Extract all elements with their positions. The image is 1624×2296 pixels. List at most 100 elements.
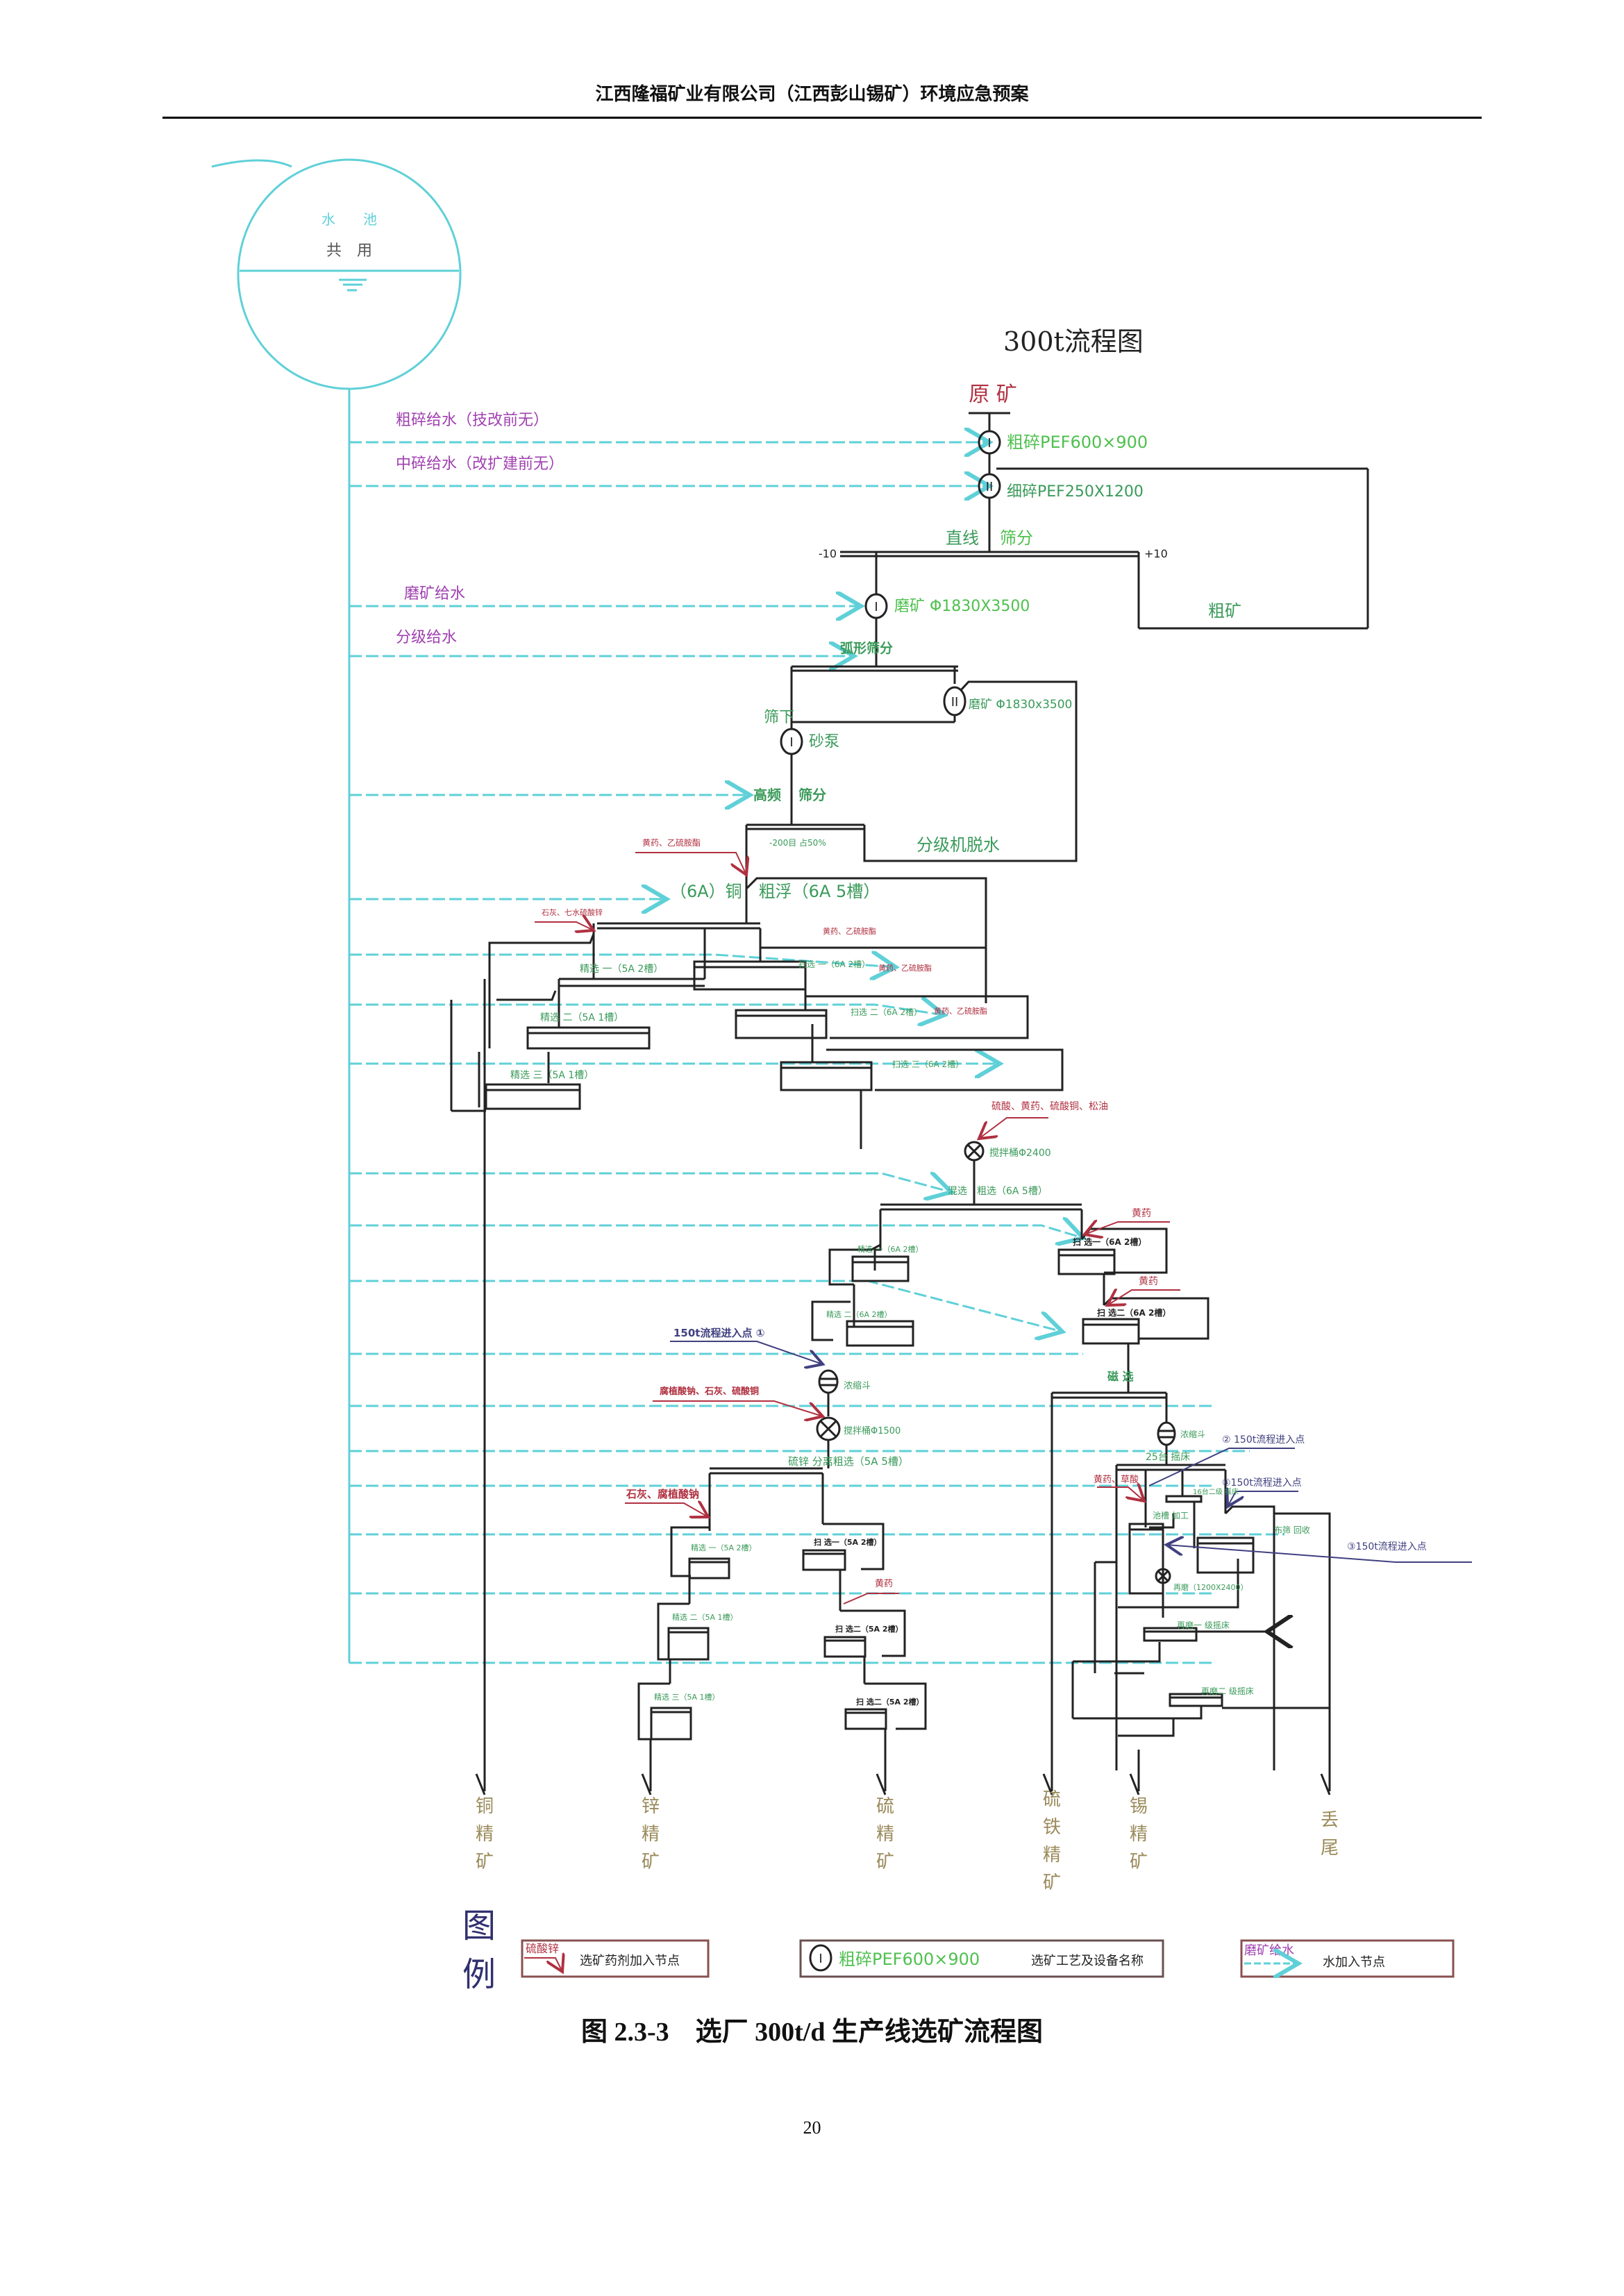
cu-reagent-top: 黄药、乙硫胺酯 xyxy=(642,837,701,848)
agitator-1500-label: 搅拌桶Φ1500 xyxy=(844,1425,901,1436)
mill-2-label: 磨矿 Φ1830x3500 xyxy=(969,698,1072,712)
crusher-1-number: I xyxy=(987,436,991,451)
legend-water-box xyxy=(1240,1939,1455,1978)
zinc-scav-reagent: 黄药 xyxy=(875,1579,893,1589)
tables-25-label: 25台 摇床 xyxy=(1146,1452,1190,1463)
legend-equip-box xyxy=(799,1939,1164,1978)
undersize-label: 筛下 xyxy=(764,709,794,726)
water-pool-label: 水 池 xyxy=(321,211,377,228)
product-label-char: 硫 xyxy=(1043,1789,1061,1810)
legend-reagent-box xyxy=(521,1939,710,1978)
cu-scav-3: 扫选 三（6A 2槽） xyxy=(892,1059,964,1069)
zinc-scav-1: 扫 选一（5A 2槽） xyxy=(814,1537,881,1547)
product-label-char: 矿 xyxy=(876,1852,894,1872)
figure-caption: 图 2.3-3 选厂 300t/d 生产线选矿流程图 xyxy=(580,2018,1043,2047)
entry-point-1: 150t流程进入点 ① xyxy=(673,1327,764,1339)
product-output: 铜精矿 xyxy=(475,1750,494,1872)
header-rule xyxy=(162,117,1482,119)
sulfide-scav-1: 扫 选一（6A 2槽） xyxy=(1073,1237,1146,1247)
tin-reagent: 黄药、草酸 xyxy=(1094,1475,1139,1485)
zinc-cleaner-2: 精选 二（5A 1槽） xyxy=(672,1613,738,1622)
product-label-char: 铜 xyxy=(476,1796,494,1817)
mill-2-number: II xyxy=(951,695,959,710)
plus-10-label: +10 xyxy=(1144,547,1168,560)
cu-scav-reagent-3: 黄药、乙硫胺酯 xyxy=(934,1006,987,1016)
cu-cleaner-1: 精选 一（5A 2槽） xyxy=(580,964,663,975)
water-pool: 水 池 共 用 xyxy=(211,158,462,1663)
legend: 图 例 硫酸锌 选矿药剂加入节点 I 粗碎PEF600×900 选矿工艺及设备名… xyxy=(462,1907,1455,1994)
water-feed-label-1: 粗碎给水（技改前无） xyxy=(396,412,549,429)
cu-scav-1: 扫选 一（6A 2槽） xyxy=(798,960,870,969)
zinc-scav-3: 扫 选二（5A 2槽） xyxy=(856,1697,923,1707)
product-label-char: 锌 xyxy=(642,1796,660,1817)
zinc-reagent-lime: 石灰、腐植酸钠 xyxy=(626,1488,699,1500)
regrind-label: 再磨（1200X2400） xyxy=(1173,1583,1248,1592)
cu-rougher-label: （6A）铜 粗浮（6A 5槽） xyxy=(670,882,880,901)
product-label-char: 精 xyxy=(476,1824,494,1845)
product-label-char: 矿 xyxy=(1043,1872,1061,1893)
product-label-char: 铁 xyxy=(1043,1817,1061,1838)
copper-circuit xyxy=(450,877,1064,1770)
product-label-char: 精 xyxy=(1130,1824,1148,1845)
entry-point-4: ④150t流程进入点 xyxy=(1222,1477,1302,1489)
legend-reagent-desc: 选矿药剂加入节点 xyxy=(580,1954,680,1968)
page-number: 20 xyxy=(803,2118,821,2138)
zinc-reagent: 腐植酸钠、石灰、硫酸铜 xyxy=(660,1386,759,1397)
zinc-scav-2: 扫 选二（5A 2槽） xyxy=(835,1624,903,1634)
cu-scav-reagent-2: 黄药、乙硫胺酯 xyxy=(878,963,932,973)
product-label-char: 精 xyxy=(642,1824,660,1845)
zinc-rougher-label: 硫锌 分离粗选（5A 5槽） xyxy=(788,1455,909,1468)
thickener-1-label: 浓缩斗 xyxy=(844,1380,871,1391)
minus-10-label: -10 xyxy=(819,547,837,560)
diagram-title: 300t流程图 xyxy=(1003,326,1144,357)
screen-right-label: 筛分 xyxy=(1000,528,1033,548)
legend-equip-sample: 粗碎PEF600×900 xyxy=(839,1950,980,1969)
screen-left-label: 直线 xyxy=(946,528,979,548)
sulfide-scav-reagent-2: 黄药 xyxy=(1139,1275,1158,1287)
entry-point-3: ③150t流程进入点 xyxy=(1347,1541,1427,1552)
hf-screen-right: 筛分 xyxy=(798,787,826,803)
product-label-char: 丢 xyxy=(1321,1810,1339,1831)
tin-circuit xyxy=(1050,1389,1331,1770)
legend-title-2: 例 xyxy=(462,1955,496,1994)
magnetic-label: 磁 选 xyxy=(1107,1370,1134,1383)
cloth-recovery-label: 布筛 回收 xyxy=(1274,1525,1310,1535)
regrind-table-2-label: 再磨二 级摇床 xyxy=(1201,1686,1254,1696)
arc-screen-label: 弧形筛分 xyxy=(840,640,893,656)
legend-equip-number: I xyxy=(819,1952,822,1966)
mesh-label: -200目 占50% xyxy=(769,837,826,848)
grinding-section xyxy=(745,665,1078,889)
sand-pump-label: 砂泵 xyxy=(809,733,839,751)
water-feed-label-3: 磨矿给水 xyxy=(404,585,465,603)
product-output: 硫精矿 xyxy=(876,1750,894,1872)
product-output: 丢尾 xyxy=(1320,1750,1339,1859)
mill-1-number: I xyxy=(874,600,878,614)
zinc-cleaner-1: 精选 一（5A 2槽） xyxy=(691,1543,757,1552)
thickener-2-symbol xyxy=(1157,1421,1176,1446)
legend-reagent-sample: 硫酸锌 xyxy=(526,1942,559,1955)
product-output: 锡精矿 xyxy=(1129,1750,1148,1872)
cu-cleaner-2: 精选 二（5A 1槽） xyxy=(540,1012,623,1023)
sulfide-cleaner-1: 精选 一（6A 2槽） xyxy=(857,1245,923,1254)
crushing-section xyxy=(840,412,1369,667)
coarse-ore-label: 粗矿 xyxy=(1208,601,1241,621)
product-label-char: 矿 xyxy=(1130,1852,1148,1872)
sulfide-scav-reagent-1: 黄药 xyxy=(1132,1207,1151,1219)
raw-ore-label: 原 矿 xyxy=(969,383,1017,407)
thickener-1-symbol xyxy=(818,1369,839,1394)
page-header: 江西隆福矿业有限公司（江西彭山锡矿）环境应急预案 xyxy=(595,84,1029,105)
thickener-2-label: 浓缩斗 xyxy=(1180,1429,1205,1439)
water-feed-label-2: 中碎给水（改扩建前无） xyxy=(396,455,564,473)
water-feed-line xyxy=(349,1173,951,1192)
product-label-char: 锡 xyxy=(1130,1796,1148,1817)
water-feed-line xyxy=(349,1005,944,1015)
cu-cleaner-3: 精选 三（5A 1槽） xyxy=(510,1070,594,1081)
product-label-char: 硫 xyxy=(876,1796,894,1817)
water-pool-shared-label: 共 用 xyxy=(326,242,372,260)
tank-label: 池槽 加工 xyxy=(1153,1511,1189,1520)
cu-scav-2: 扫选 二（6A 2槽） xyxy=(851,1007,922,1017)
entry-point-2: ② 150t流程进入点 xyxy=(1222,1434,1305,1446)
